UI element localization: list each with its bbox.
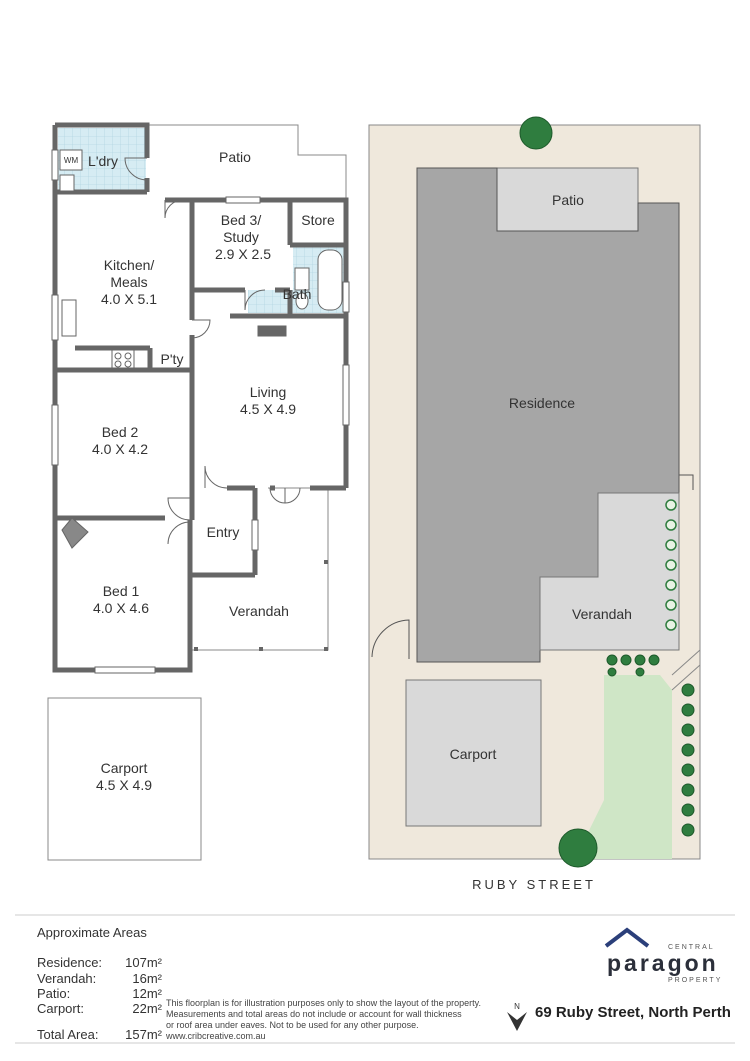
bed2-dimensions: 4.0 X 4.2 — [92, 441, 148, 457]
property-address: 69 Ruby Street, North Perth — [535, 1004, 731, 1021]
disclaimer-line: or roof area under eaves. Not to be used… — [166, 1020, 419, 1030]
patio-label: Patio — [219, 149, 251, 165]
site-residence-label: Residence — [509, 395, 575, 411]
bed2-label: Bed 2 — [102, 424, 139, 440]
area-label: Total Area: — [37, 1027, 99, 1042]
entry-label: Entry — [207, 524, 240, 540]
north-compass: N — [507, 1002, 527, 1031]
area-value: 22m² — [132, 1001, 162, 1016]
brand-logo-mark — [604, 927, 650, 948]
kitchen-dimensions: 4.0 X 5.1 — [101, 291, 157, 307]
area-label: Patio: — [37, 986, 71, 1001]
bed3-label-line2: Study — [223, 229, 259, 245]
washing-machine-label: WM — [64, 156, 79, 165]
disclaimer: This floorplan is for illustration purpo… — [166, 998, 511, 1042]
compass-letter: N — [514, 1002, 520, 1011]
lawn — [575, 675, 672, 859]
brand-bottom-text: PROPERTY — [668, 977, 723, 984]
site-verandah — [539, 492, 680, 651]
disclaimer-line: Measurements and total areas do not incl… — [166, 1009, 462, 1019]
area-label: Residence: — [37, 955, 103, 970]
kitchen-label-line1: Kitchen/ — [104, 257, 155, 273]
laundry-label: L'dry — [88, 153, 118, 169]
patio-outline — [147, 124, 347, 238]
bed1-dimensions: 4.0 X 4.6 — [93, 600, 149, 616]
bed3-dimensions: 2.9 X 2.5 — [215, 246, 271, 262]
bed1-label: Bed 1 — [103, 583, 140, 599]
brand-name: paragon — [607, 950, 719, 976]
verandah-outline — [192, 487, 329, 651]
area-value: 157m² — [125, 1027, 162, 1042]
carport-dimensions: 4.5 X 4.9 — [96, 777, 152, 793]
verandah-label: Verandah — [229, 603, 289, 619]
disclaimer-url: www.cribcreative.com.au — [166, 1031, 266, 1041]
store-label: Store — [301, 212, 335, 228]
living-label: Living — [250, 384, 287, 400]
disclaimer-line: This floorplan is for illustration purpo… — [166, 998, 481, 1008]
area-label: Verandah: — [37, 971, 97, 986]
washing-machine — [59, 149, 83, 171]
areas-title: Approximate Areas — [37, 925, 147, 940]
carport-label: Carport — [101, 760, 148, 776]
site-patio-label: Patio — [552, 192, 584, 208]
kitchen-label-line2: Meals — [110, 274, 147, 290]
siteplan — [368, 116, 701, 868]
area-value: 12m² — [132, 986, 162, 1001]
carport-outline — [47, 697, 202, 861]
site-carport-label: Carport — [450, 746, 497, 762]
street-name: RUBY STREET — [472, 877, 596, 892]
pantry-label: P'ty — [161, 351, 184, 367]
bed3-label-line1: Bed 3/ — [221, 212, 262, 228]
site-carport — [405, 679, 542, 827]
bath-label: Bath — [283, 286, 312, 302]
brand-top-text: CENTRAL — [668, 944, 715, 951]
area-value: 107m² — [125, 955, 162, 970]
site-patio — [496, 167, 639, 232]
area-value: 16m² — [132, 971, 162, 986]
floorplan — [47, 122, 350, 861]
bath-tiles-2 — [248, 290, 293, 313]
site-verandah-label: Verandah — [572, 606, 632, 622]
living-dimensions: 4.5 X 4.9 — [240, 401, 296, 417]
area-label: Carport: — [37, 1001, 84, 1016]
